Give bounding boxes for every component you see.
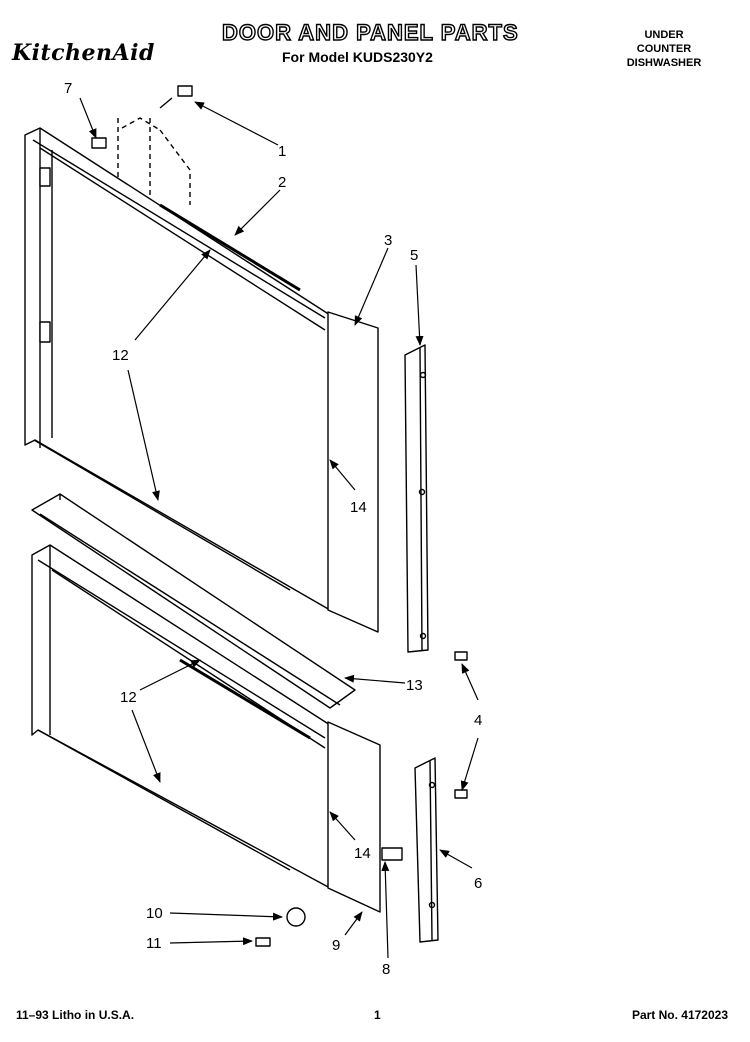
callout-13: 13 [406,677,423,694]
side-trim-5 [404,344,429,653]
callout-5: 5 [410,247,418,264]
callout-12-lower: 12 [120,689,137,706]
callout-14-upper: 14 [350,499,367,516]
screw-parts [91,85,468,947]
callout-2: 2 [278,174,286,191]
callout-14-lower: 14 [354,845,371,862]
part-number: Part No. 4172023 [631,1008,728,1022]
upper-door-panel [24,117,379,633]
callout-labels: 1 2 3 4 5 6 7 8 9 10 11 12 12 13 14 14 [64,80,482,978]
callout-3: 3 [384,232,392,249]
litho-note: 11–93 Litho in U.S.A. [16,1008,135,1022]
side-trim-6 [414,757,439,943]
callout-10: 10 [146,905,163,922]
callout-11: 11 [146,935,162,952]
callout-12-upper: 12 [112,347,129,364]
callout-7: 7 [64,80,72,97]
brand-logo: KitchenAid [12,40,155,66]
lower-door-panel [31,544,381,913]
page-title: DOOR AND PANEL PARTS [221,19,519,45]
category-line-2: COUNTER [636,43,692,55]
page-number: 1 [374,1008,381,1022]
category-line-3: DISHWASHER [626,57,702,69]
middle-trim-strip [31,493,356,709]
model-line: For Model KUDS230Y2 [282,49,433,65]
leader-lines [79,97,479,959]
category-line-1: UNDER [644,29,684,41]
callout-6: 6 [474,875,482,892]
callout-1: 1 [278,143,286,160]
callout-8: 8 [382,961,390,978]
callout-9: 9 [332,937,340,954]
callout-4: 4 [474,712,482,729]
